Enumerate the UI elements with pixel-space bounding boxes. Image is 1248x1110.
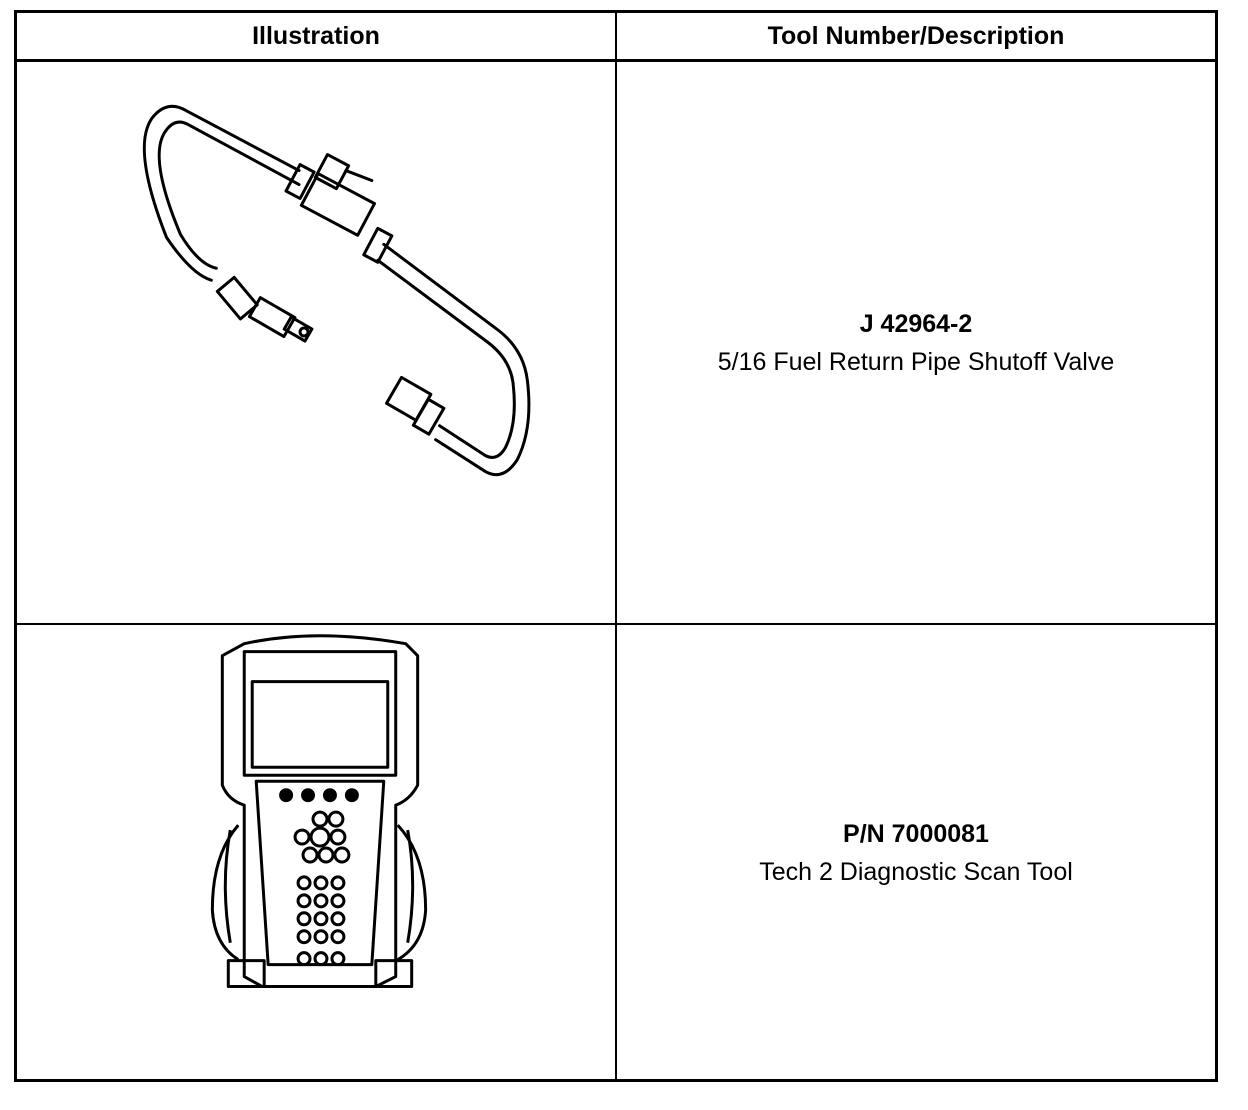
tool-table: Illustration Tool Number/Description [14, 10, 1218, 1082]
tech2-scan-tool-icon [210, 634, 428, 989]
tool-description: 5/16 Fuel Return Pipe Shutoff Valve [717, 347, 1115, 376]
header-illustration-label: Illustration [252, 21, 380, 50]
header-illustration: Illustration [17, 13, 617, 62]
row-2-illustration-cell [17, 625, 617, 1080]
header-tool-number-description: Tool Number/Description [617, 13, 1215, 62]
fuel-return-pipe-shutoff-valve-icon [142, 104, 531, 477]
tool-number: J 42964-2 [859, 309, 973, 338]
tool-description: Tech 2 Diagnostic Scan Tool [759, 857, 1073, 886]
tool-number: P/N 7000081 [843, 819, 989, 848]
header-tool-label: Tool Number/Description [767, 21, 1065, 50]
row-1-description-cell: J 42964-2 5/16 Fuel Return Pipe Shutoff … [617, 62, 1215, 625]
row-2-description-cell: P/N 7000081 Tech 2 Diagnostic Scan Tool [617, 625, 1215, 1080]
row-1-illustration-cell [17, 62, 617, 625]
